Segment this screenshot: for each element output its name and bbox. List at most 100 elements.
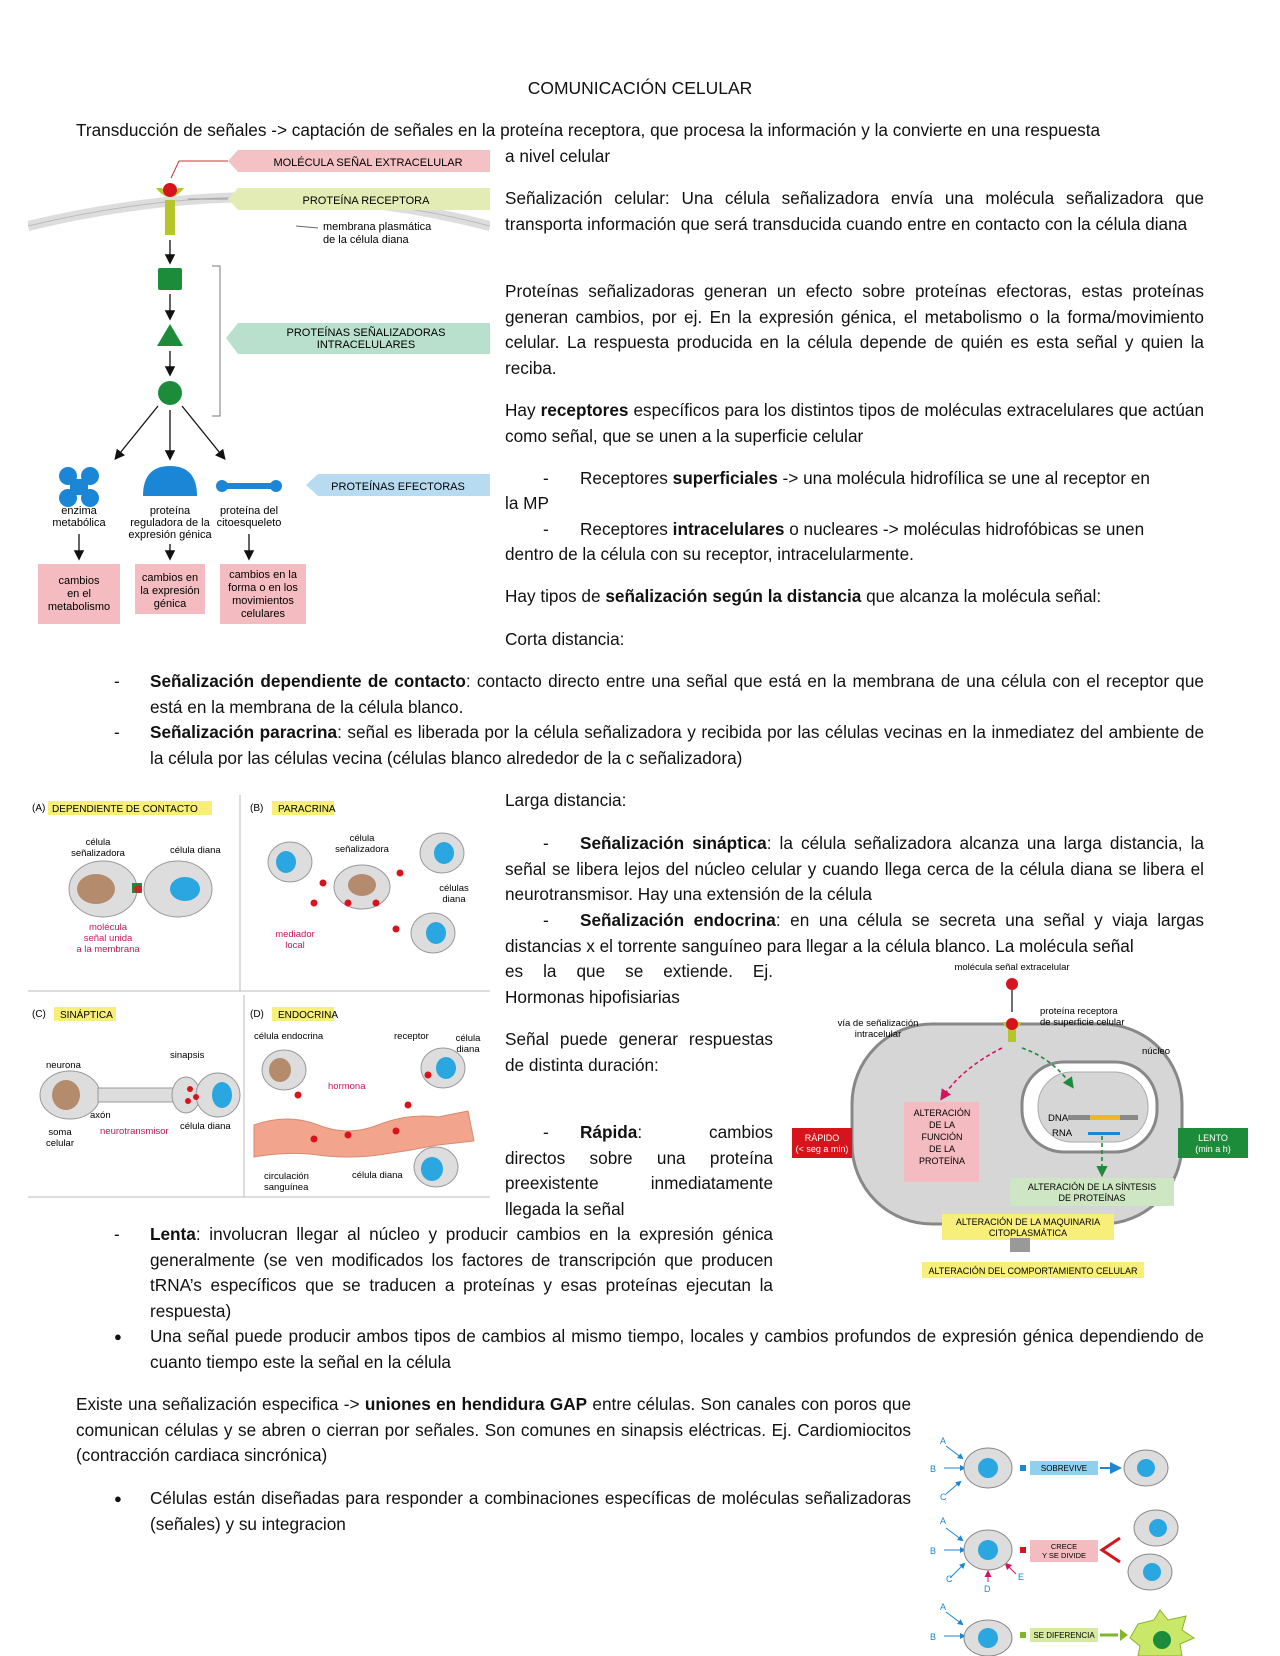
svg-text:receptor: receptor xyxy=(394,1031,429,1042)
svg-text:(B): (B) xyxy=(250,803,263,814)
list-dash: - xyxy=(114,671,120,691)
svg-text:diana: diana xyxy=(442,894,466,905)
list-item-paracrina: Señalización paracrina: señal es liberad… xyxy=(150,722,1205,768)
svg-text:RNA: RNA xyxy=(1052,1128,1073,1139)
svg-text:axón: axón xyxy=(90,1110,111,1121)
svg-text:local: local xyxy=(285,940,305,951)
list-dash: - xyxy=(114,722,120,742)
svg-text:CRECE: CRECE xyxy=(1051,1542,1077,1551)
svg-text:forma o en los: forma o en los xyxy=(228,582,298,594)
svg-text:la expresión: la expresión xyxy=(140,585,199,597)
svg-text:CITOPLASMÁTICA: CITOPLASMÁTICA xyxy=(989,1228,1067,1238)
svg-text:ALTERACIÓN DEL COMPORTAMIENTO: ALTERACIÓN DEL COMPORTAMIENTO CELULAR xyxy=(928,1266,1138,1276)
paragraph-gap: Existe una señalización especifica -> un… xyxy=(76,1394,912,1465)
svg-text:célula endocrina: célula endocrina xyxy=(254,1031,324,1042)
list-item-endocrina-cont: es la que se extiende. Ej. Hormonas hipo… xyxy=(505,961,773,1007)
list-dash: - xyxy=(543,910,549,930)
svg-text:DE LA: DE LA xyxy=(929,1144,955,1154)
list-item-celulas: Células están diseñadas para responder a… xyxy=(150,1488,911,1534)
svg-text:metabolismo: metabolismo xyxy=(48,601,110,613)
svg-text:de la célula diana: de la célula diana xyxy=(323,234,410,246)
svg-text:en el: en el xyxy=(67,588,91,600)
svg-text:DNA: DNA xyxy=(1048,1113,1069,1124)
response-speed-figure: molécula señal extracelular vía de señal… xyxy=(792,962,1248,1278)
paragraph-transduccion-cont: a nivel celular xyxy=(505,146,611,166)
paragraph-receptores: Hay receptores específicos para los dist… xyxy=(505,400,1205,446)
paragraph-duracion: Señal puede generar respuestas de distin… xyxy=(505,1029,773,1075)
signal-molecule-icon xyxy=(163,183,177,197)
svg-text:célula diana: célula diana xyxy=(180,1121,231,1132)
list-bullet: ● xyxy=(114,1329,122,1344)
svg-text:intracelular: intracelular xyxy=(855,1029,901,1040)
tag-contacto: DEPENDIENTE DE CONTACTO xyxy=(52,804,198,815)
svg-text:A: A xyxy=(940,1436,946,1446)
svg-text:B: B xyxy=(930,1464,936,1474)
svg-text:hormona: hormona xyxy=(328,1081,366,1092)
list-item-intracelulares-cont: dentro de la célula con su receptor, int… xyxy=(505,544,914,564)
svg-text:cambios en la: cambios en la xyxy=(229,569,298,581)
heading-corta: Corta distancia: xyxy=(505,629,625,649)
svg-text:molécula señal extracelular: molécula señal extracelular xyxy=(954,962,1069,973)
list-item-contacto: Señalización dependiente de contacto: co… xyxy=(150,671,1204,717)
list-item-superficiales: Receptores superficiales -> una molécula… xyxy=(580,468,1150,488)
label-molecula: MOLÉCULA SEÑAL EXTRACELULAR xyxy=(273,156,462,169)
regulator-protein-icon xyxy=(143,466,197,496)
svg-text:membrana plasmática: membrana plasmática xyxy=(323,221,432,233)
svg-text:B: B xyxy=(930,1632,936,1642)
svg-text:célula: célula xyxy=(86,837,112,848)
svg-text:B: B xyxy=(930,1546,936,1556)
list-bullet: ● xyxy=(114,1491,122,1506)
svg-text:Y SE DIVIDE: Y SE DIVIDE xyxy=(1042,1551,1086,1560)
svg-text:a la membrana: a la membrana xyxy=(76,944,140,955)
svg-text:celulares: celulares xyxy=(241,608,286,620)
svg-text:cambios en: cambios en xyxy=(142,572,198,584)
list-item-rapida: Rápida: cambios directos sobre una prote… xyxy=(505,1122,773,1219)
svg-text:célula: célula xyxy=(350,833,376,844)
list-item-sinaptica: Señalización sináptica: la célula señali… xyxy=(505,833,1204,904)
svg-text:señal unida: señal unida xyxy=(84,933,133,944)
label-receptora: PROTEÍNA RECEPTORA xyxy=(303,194,431,207)
svg-text:neurona: neurona xyxy=(46,1060,82,1071)
svg-text:citoesqueleto: citoesqueleto xyxy=(217,517,282,529)
svg-text:movimientos: movimientos xyxy=(232,595,294,607)
svg-text:A: A xyxy=(940,1516,946,1526)
svg-text:génica: génica xyxy=(154,598,187,610)
svg-text:expresión génica: expresión génica xyxy=(128,529,212,541)
svg-text:PROTEÍNAS SEÑALIZADORAS: PROTEÍNAS SEÑALIZADORAS xyxy=(287,326,446,339)
svg-text:células: células xyxy=(439,883,469,894)
svg-text:cambios: cambios xyxy=(59,575,100,587)
svg-text:(A): (A) xyxy=(32,803,45,814)
list-dash: - xyxy=(543,833,549,853)
heading-larga: Larga distancia: xyxy=(505,790,627,810)
paragraph-senalizacion: Señalización celular: Una célula señaliz… xyxy=(505,188,1204,234)
svg-text:D: D xyxy=(984,1584,991,1594)
svg-text:enzima: enzima xyxy=(61,505,97,517)
svg-text:E: E xyxy=(1018,1572,1024,1582)
svg-text:célula diana: célula diana xyxy=(170,845,221,856)
svg-text:celular: celular xyxy=(46,1138,74,1149)
svg-text:proteína: proteína xyxy=(150,505,191,517)
svg-text:SE DIFERENCIA: SE DIFERENCIA xyxy=(1033,1631,1095,1640)
svg-text:proteína receptora: proteína receptora xyxy=(1040,1006,1118,1017)
svg-text:neurotransmisor: neurotransmisor xyxy=(100,1126,169,1137)
list-item-superficiales-cont: la MP xyxy=(505,493,549,513)
list-dash: - xyxy=(543,519,549,539)
tag-sinaptica: SINÁPTICA xyxy=(60,1008,113,1021)
svg-text:vía de señalización: vía de señalización xyxy=(838,1018,919,1029)
tag-paracrina: PARACRINA xyxy=(278,804,336,815)
svg-text:C: C xyxy=(940,1492,947,1502)
svg-text:sanguínea: sanguínea xyxy=(264,1182,309,1193)
svg-text:señalizadora: señalizadora xyxy=(71,848,126,859)
svg-text:SOBREVIVE: SOBREVIVE xyxy=(1041,1464,1087,1473)
cytoskeleton-protein-icon xyxy=(216,480,282,492)
signal-transduction-figure: MOLÉCULA SEÑAL EXTRACELULAR PROTEÍNA REC… xyxy=(28,150,490,624)
tag-endocrina: ENDOCRINA xyxy=(278,1010,338,1021)
svg-text:PROTEÍNAS EFECTORAS: PROTEÍNAS EFECTORAS xyxy=(331,480,465,493)
svg-text:DE PROTEÍNAS: DE PROTEÍNAS xyxy=(1058,1193,1125,1203)
svg-text:(min a h): (min a h) xyxy=(1195,1144,1231,1154)
list-item-una-senal: Una señal puede producir ambos tipos de … xyxy=(150,1326,1204,1372)
svg-text:C: C xyxy=(946,1574,953,1584)
list-item-endocrina: Señalización endocrina: en una célula se… xyxy=(505,910,1205,956)
svg-text:molécula: molécula xyxy=(89,922,128,933)
triangle-protein-icon xyxy=(157,324,183,346)
